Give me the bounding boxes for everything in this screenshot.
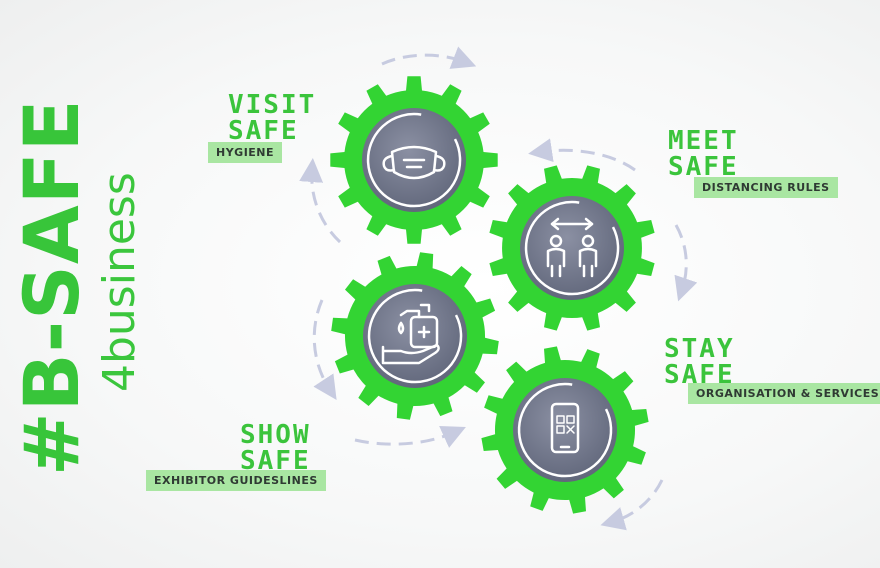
meet-safe-label: MEET SAFE <box>668 128 739 180</box>
arrow-meet-right <box>674 224 698 302</box>
hand-sanitizer-icon <box>381 303 440 365</box>
visit-line2: SAFE <box>228 116 299 146</box>
arrow-meet-top <box>528 138 636 172</box>
show-safe-label: SHOW SAFE <box>240 422 311 474</box>
meet-line1: MEET <box>668 126 739 156</box>
exhibitor-guidelines-tag: EXHIBITOR GUIDESLINES <box>146 470 326 491</box>
rotation-arrows <box>299 46 698 531</box>
stay-line1: STAY <box>664 334 735 364</box>
arrow-stay-bottom <box>600 479 664 531</box>
stay-safe-label: STAY SAFE <box>664 336 735 388</box>
show-line1: SHOW <box>240 420 311 450</box>
show-gear-ring <box>367 288 463 384</box>
arrow-show-left <box>312 299 337 401</box>
show-gear-hub <box>363 284 467 388</box>
visit-line1: VISIT <box>228 90 317 120</box>
arrow-show-bottom <box>354 426 466 448</box>
stay-gear-ring <box>517 382 613 478</box>
arrow-visit-top <box>381 46 477 69</box>
organisation-services-tag: ORGANISATION & SERVICES <box>688 383 880 404</box>
face-mask-icon <box>382 145 446 180</box>
stay-gear-hub <box>513 378 617 482</box>
show-gear <box>331 252 499 420</box>
meet-gear-ring <box>524 200 620 296</box>
meet-line2: SAFE <box>668 152 739 182</box>
distancing-rules-tag: DISTANCING RULES <box>694 177 838 198</box>
visit-safe-label: VISIT SAFE <box>228 92 316 144</box>
visit-gear-ring <box>366 112 462 208</box>
show-line2: SAFE <box>240 446 311 476</box>
meet-gear-hub <box>520 196 624 300</box>
meet-gear <box>489 165 655 331</box>
arrow-visit-left <box>299 158 342 244</box>
smartphone-qr-icon <box>550 402 580 454</box>
stay-gear <box>481 346 649 514</box>
social-distancing-icon <box>546 217 598 278</box>
hygiene-tag: HYGIENE <box>208 142 283 163</box>
